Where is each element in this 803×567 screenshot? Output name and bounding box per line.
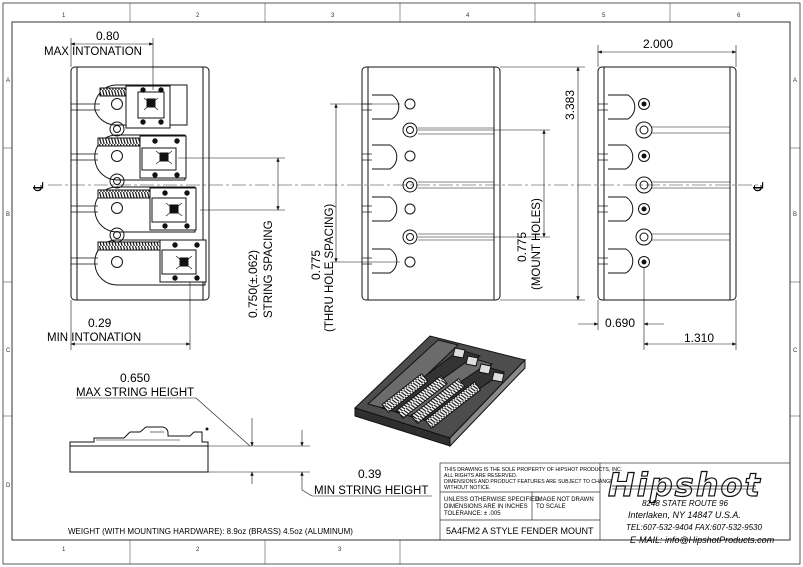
mount-holes-label: (MOUNT HOLES) xyxy=(531,198,543,290)
zone-right-a: A xyxy=(793,78,797,84)
scale-note-line-2: TO SCALE xyxy=(536,504,566,510)
weight-note: WEIGHT (WITH MOUNTING HARDWARE): 8.9oz (… xyxy=(68,527,353,536)
min-string-height-label: MIN STRING HEIGHT xyxy=(314,485,428,497)
max-string-height-value: 0.650 xyxy=(120,371,150,385)
side-view-dimensions xyxy=(76,397,432,497)
bottom-width-value: 2.000 xyxy=(643,37,673,51)
hipshot-logo: Hipshot xyxy=(607,465,762,504)
bottom-view-dimensions xyxy=(578,45,737,350)
unless-line-1: UNLESS OTHERWISE SPECIFIED: xyxy=(444,497,541,503)
top-view-bridge xyxy=(361,66,501,301)
isometric-bridge xyxy=(354,335,526,448)
max-intonation-label: MAX INTONATION xyxy=(44,46,142,58)
overall-length-value: 3.383 xyxy=(563,90,577,120)
part-title: 5A4FM2 A STYLE FENDER MOUNT xyxy=(446,526,594,536)
zone-right-c: C xyxy=(793,348,798,354)
zone-left-d: D xyxy=(6,483,11,489)
thru-hole-value: 0.775 xyxy=(309,250,323,280)
email: E-MAIL: info@HipshotProducts.com xyxy=(630,535,775,545)
string-spacing-value: 0.750(±.062) xyxy=(246,250,260,318)
zone-left-c: C xyxy=(6,348,11,354)
mount-holes-value: 0.775 xyxy=(515,232,529,262)
bottom-offset-right-value: 1.310 xyxy=(684,331,714,345)
title-block xyxy=(439,462,791,541)
notice-line-2: ALL RIGHTS ARE RESERVED. xyxy=(444,473,517,479)
min-string-height-value: 0.39 xyxy=(358,467,382,481)
zone-top-2: 2 xyxy=(196,13,200,19)
zone-left-b: B xyxy=(6,212,10,218)
string-spacing-label: STRING SPACING xyxy=(263,220,275,318)
phone-fax: TEL:607-532-9404 FAX:607-532-9530 xyxy=(626,523,762,532)
zone-top-5: 5 xyxy=(602,13,606,19)
min-intonation-label: MIN INTONATION xyxy=(47,332,141,344)
notice-line-1: THIS DRAWING IS THE SOLE PROPERTY OF HIP… xyxy=(444,467,622,473)
logo-text: Hipshot xyxy=(608,466,762,504)
max-string-height-label: MAX STRING HEIGHT xyxy=(76,387,194,399)
zone-top-4: 4 xyxy=(466,13,470,19)
notice-line-3: DIMENSIONS AND PRODUCT FEATURES ARE SUBJ… xyxy=(444,479,614,485)
front-view-bridge xyxy=(70,66,210,301)
scale-note-line-1: IMAGE NOT DRAWN xyxy=(536,497,594,503)
max-intonation-value: 0.80 xyxy=(96,29,120,43)
zone-bottom-2: 2 xyxy=(196,547,200,553)
min-intonation-value: 0.29 xyxy=(88,316,112,330)
zone-top-3: 3 xyxy=(331,13,335,19)
top-view-dimensions xyxy=(330,66,585,301)
zone-top-6: 6 xyxy=(737,13,741,19)
side-view-bridge xyxy=(69,426,209,473)
notice-line-4: WITHOUT NOTICE. xyxy=(444,485,491,491)
address-line-1: 8248 STATE ROUTE 96 xyxy=(642,499,729,508)
zone-labels: 1 2 3 4 5 6 1 2 3 A B C D A B C xyxy=(6,13,798,553)
address-line-2: Interlaken, NY 14847 U.S.A. xyxy=(628,510,741,520)
centerline-symbol-left: ℄ xyxy=(30,182,46,192)
zone-top-1: 1 xyxy=(62,13,66,19)
reference-point xyxy=(205,427,209,431)
unless-line-2: DIMENSIONS ARE IN INCHES xyxy=(444,504,528,510)
zone-bottom-1: 1 xyxy=(62,547,66,553)
centerline-symbol-right: ℄ xyxy=(750,182,766,192)
bottom-offset-left-value: 0.690 xyxy=(605,316,635,330)
front-view-dimensions xyxy=(70,38,285,350)
zone-left-a: A xyxy=(6,78,10,84)
zone-right-b: B xyxy=(793,212,797,218)
zone-bottom-3: 3 xyxy=(338,547,342,553)
thru-hole-label: (THRU HOLE SPACING) xyxy=(324,204,336,332)
bottom-view-bridge xyxy=(597,66,737,301)
unless-line-3: TOLERANCE: ± .005 xyxy=(444,511,501,517)
